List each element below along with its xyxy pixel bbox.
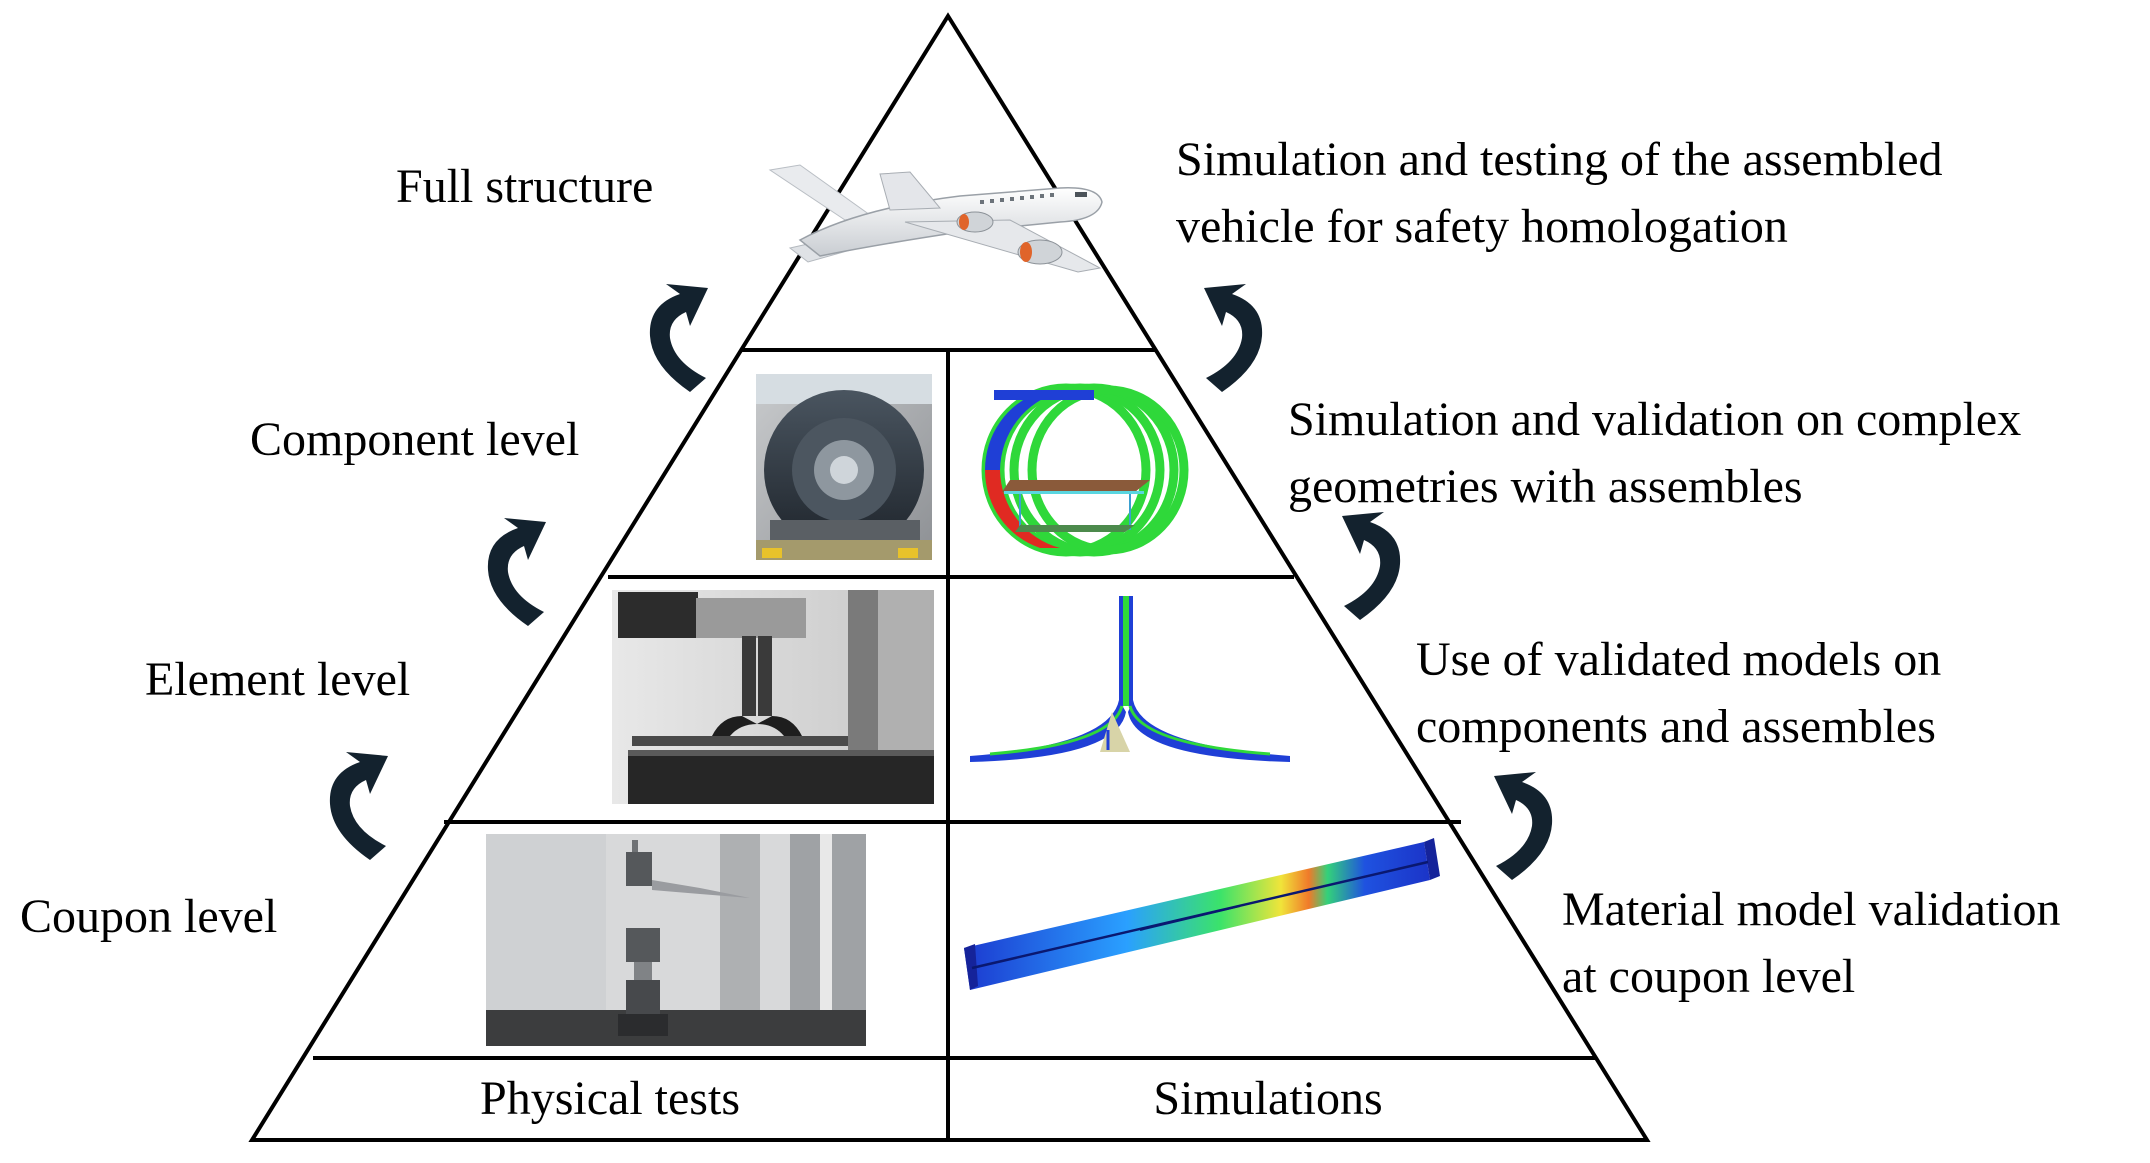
desc-full-structure-line2: vehicle for safety homologation — [1176, 200, 1788, 253]
curved-arrow-icon-right-3 — [1494, 772, 1553, 880]
coupon-test-photo — [486, 834, 866, 1046]
level-name-element: Element level — [145, 653, 410, 706]
column-label-physical-tests: Physical tests — [480, 1072, 740, 1125]
fuselage-test-photo — [756, 374, 932, 560]
coupon-fe-model — [964, 838, 1440, 990]
element-test-photo — [612, 590, 934, 804]
curved-arrow-icon-left-1 — [649, 284, 708, 392]
desc-element-line1: Use of validated models on — [1416, 633, 1941, 686]
pyramid-frame — [248, 12, 1651, 1142]
desc-full-structure-line1: Simulation and testing of the assembled — [1176, 133, 1943, 186]
desc-element-line2: components and assembles — [1416, 700, 1936, 753]
fuselage-fe-model — [954, 374, 1189, 560]
level-name-full-structure: Full structure — [396, 160, 653, 213]
level-name-coupon: Coupon level — [20, 890, 277, 943]
desc-component-line1: Simulation and validation on complex — [1288, 393, 2021, 446]
element-fe-model — [966, 594, 1296, 764]
level-name-component: Component level — [250, 413, 579, 466]
curved-arrow-icon-left-2 — [487, 518, 546, 626]
desc-coupon-line1: Material model validation — [1562, 883, 2061, 936]
airplane-icon — [768, 164, 1103, 273]
column-label-simulations: Simulations — [1153, 1072, 1382, 1125]
desc-component-line2: geometries with assembles — [1288, 460, 1803, 513]
desc-coupon-line2: at coupon level — [1562, 950, 1855, 1003]
curved-arrow-icon-right-1 — [1204, 284, 1263, 392]
curved-arrow-icon-right-2 — [1342, 512, 1401, 620]
curved-arrow-icon-left-3 — [329, 752, 388, 860]
